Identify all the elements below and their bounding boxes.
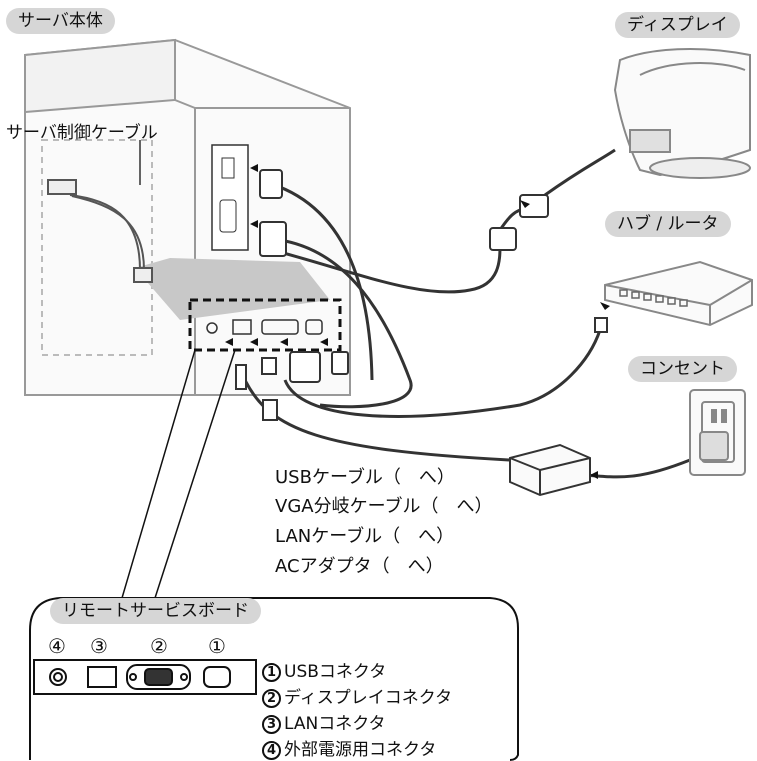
connector-desc-number: 2	[262, 689, 281, 708]
server-control-cable-label: サーバ制御ケーブル	[6, 123, 158, 143]
callout-line-left	[121, 349, 196, 599]
port-number-1: ①	[208, 634, 226, 658]
cables	[243, 148, 713, 479]
cable-usb-label: USBケーブル（ へ）	[275, 467, 455, 488]
port-number-2: ②	[150, 634, 168, 658]
cable-lan-label: LANケーブル（ へ）	[275, 526, 455, 547]
wall-outlet	[689, 389, 746, 476]
connector-desc-text: 外部電源用コネクタ	[284, 740, 437, 760]
cable-ac-label: ACアダプタ（ へ）	[275, 556, 444, 577]
board-callout-frame	[188, 298, 342, 352]
connector-desc-number: 4	[262, 741, 281, 760]
board-title: リモートサービスボード	[50, 598, 261, 624]
connector-desc-text: USBコネクタ	[284, 662, 387, 682]
server-control-cable	[47, 179, 153, 283]
connector-desc-text: ディスプレイコネクタ	[284, 688, 453, 708]
board-legend-frame	[29, 597, 519, 761]
cable-vga-label: VGA分岐ケーブル（ へ）	[275, 496, 493, 517]
port-number-4: ④	[48, 634, 66, 658]
connector-desc-text: LANコネクタ	[284, 714, 386, 734]
hub-router-label: ハブ / ルータ	[605, 211, 731, 237]
server-body	[24, 38, 351, 396]
internal-area	[135, 258, 330, 320]
connector-desc-number: 1	[262, 663, 281, 682]
board-ports-large	[33, 659, 257, 695]
plug-arrows	[225, 164, 708, 479]
display-monitor	[613, 47, 751, 179]
display-label: ディスプレイ	[615, 12, 740, 38]
ac-adapter	[509, 443, 591, 497]
connector-desc-number: 3	[262, 715, 281, 734]
board-ports-small	[206, 319, 323, 335]
port-number-3: ③	[90, 634, 108, 658]
rear-io-panel	[211, 144, 249, 251]
callout-line-right	[154, 349, 236, 599]
outlet-label: コンセント	[628, 356, 737, 382]
server-body-label: サーバ本体	[6, 8, 115, 34]
hub-router	[604, 260, 753, 327]
cable-connectors	[235, 169, 608, 421]
